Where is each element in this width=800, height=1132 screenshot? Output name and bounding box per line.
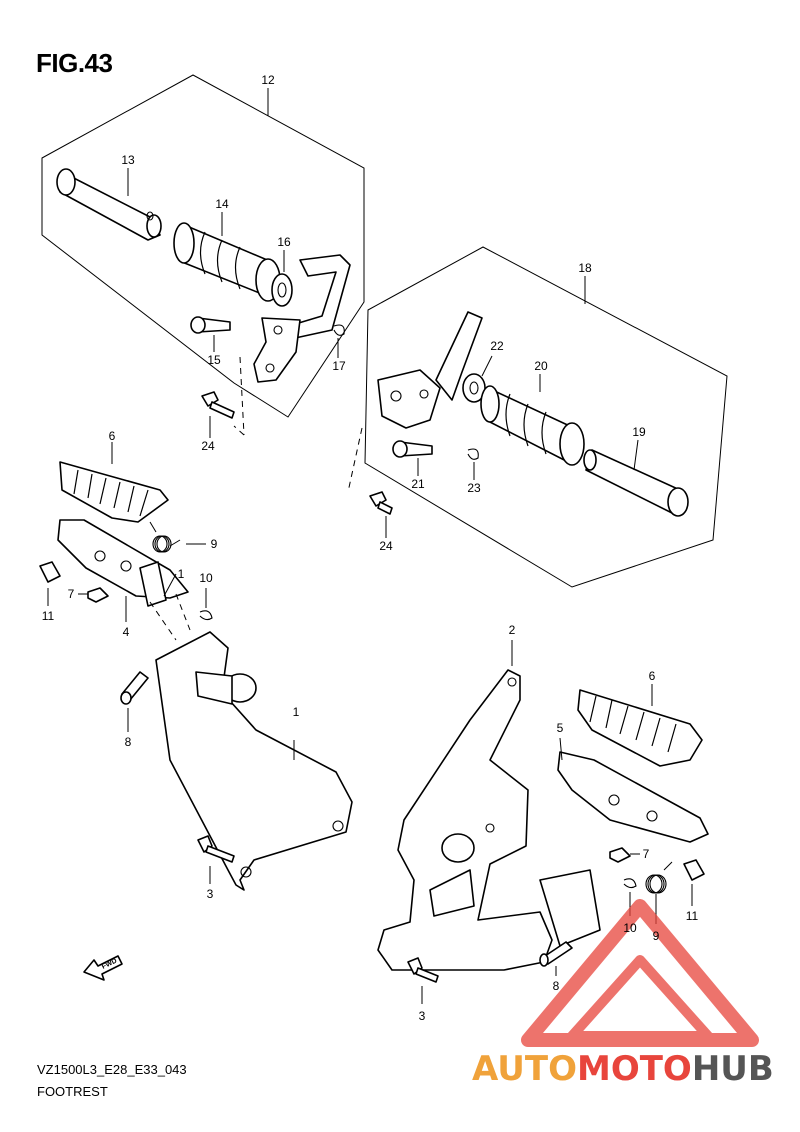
watermark-part-hub: HUB	[692, 1049, 774, 1089]
footrest-pin-13	[56, 168, 162, 241]
pin-8-right	[539, 941, 573, 976]
assembly-box-18	[364, 246, 728, 588]
footrest-rubber-20	[480, 374, 585, 466]
watermark-part-moto: MOTO	[577, 1049, 692, 1089]
footpeg-5	[557, 737, 709, 843]
bolt-3-right	[407, 957, 439, 1004]
bolt-24-lower	[369, 491, 393, 538]
section-name: FOOTREST	[37, 1084, 108, 1099]
cotter-clip-23	[467, 448, 479, 480]
bolt-3-left	[197, 835, 235, 884]
callout-20: 20	[534, 359, 548, 373]
footpeg-rubber-6-left	[59, 442, 169, 523]
clip-10-left	[199, 588, 213, 621]
pin-8-left	[120, 671, 149, 732]
watermark-text: AUTOMOTOHUB	[472, 1049, 774, 1089]
callout-24-lower: 24	[379, 539, 393, 553]
callout-3-right: 3	[419, 1009, 426, 1023]
callout-21: 21	[411, 477, 425, 491]
footpeg-rubber-6-right	[577, 684, 703, 767]
assembly-box-12	[41, 74, 365, 418]
callout-8-left: 8	[125, 735, 132, 749]
return-spring-9-left	[149, 521, 206, 553]
callout-12: 12	[261, 73, 275, 87]
watermark-part-auto: AUTO	[472, 1049, 577, 1089]
clevis-pin-21	[392, 440, 433, 476]
callout-14: 14	[215, 197, 229, 211]
cotter-clip-17	[333, 324, 345, 358]
bolt-11-left	[39, 561, 61, 606]
callout-16: 16	[277, 235, 291, 249]
figure-title: FIG.43	[36, 48, 113, 78]
callout-4: 4	[123, 625, 130, 639]
callout-23: 23	[467, 481, 481, 495]
footrest-pin-19	[583, 439, 689, 517]
callout-18: 18	[578, 261, 592, 275]
callout-11-left: 11	[42, 609, 55, 623]
footrest-bracket-rear	[347, 311, 483, 493]
callout-10-left: 10	[199, 571, 213, 585]
callout-5: 5	[557, 721, 564, 735]
watermark-logo	[521, 899, 759, 1047]
callout-3-left: 3	[207, 887, 214, 901]
footrest-rubber-14	[173, 212, 281, 302]
callout-22: 22	[490, 339, 504, 353]
callout-19: 19	[632, 425, 646, 439]
callout-1-left-upper: 1	[178, 567, 185, 581]
bolt-11-right	[683, 859, 705, 906]
callout-13: 13	[121, 153, 135, 167]
callout-7-left: 7	[68, 587, 75, 601]
footrest-bracket-upper	[253, 254, 351, 383]
callout-7-right: 7	[643, 847, 650, 861]
callout-1-left: 1	[293, 705, 300, 719]
forward-direction-arrow	[83, 955, 123, 981]
washer-16	[271, 250, 293, 307]
callout-9-left: 9	[211, 537, 218, 551]
nut-7-right	[609, 847, 640, 863]
callout-11-right: 11	[686, 909, 699, 923]
callout-8-right: 8	[553, 979, 560, 993]
footpeg-4	[57, 519, 189, 622]
callout-24-upper: 24	[201, 439, 215, 453]
nut-7-left	[78, 587, 109, 603]
footrest-bracket-2-right	[377, 640, 601, 971]
callout-9-right: 9	[653, 929, 660, 943]
callout-2: 2	[509, 623, 516, 637]
callout-6-left: 6	[109, 429, 116, 443]
callout-10-right: 10	[623, 921, 637, 935]
model-code: VZ1500L3_E28_E33_043	[37, 1062, 187, 1077]
bolt-24-upper	[201, 391, 235, 438]
callout-17: 17	[332, 359, 346, 373]
callout-15: 15	[207, 353, 221, 367]
footrest-bracket-1-left	[149, 573, 353, 891]
clevis-pin-15	[190, 316, 231, 352]
callout-6-right: 6	[649, 669, 656, 683]
